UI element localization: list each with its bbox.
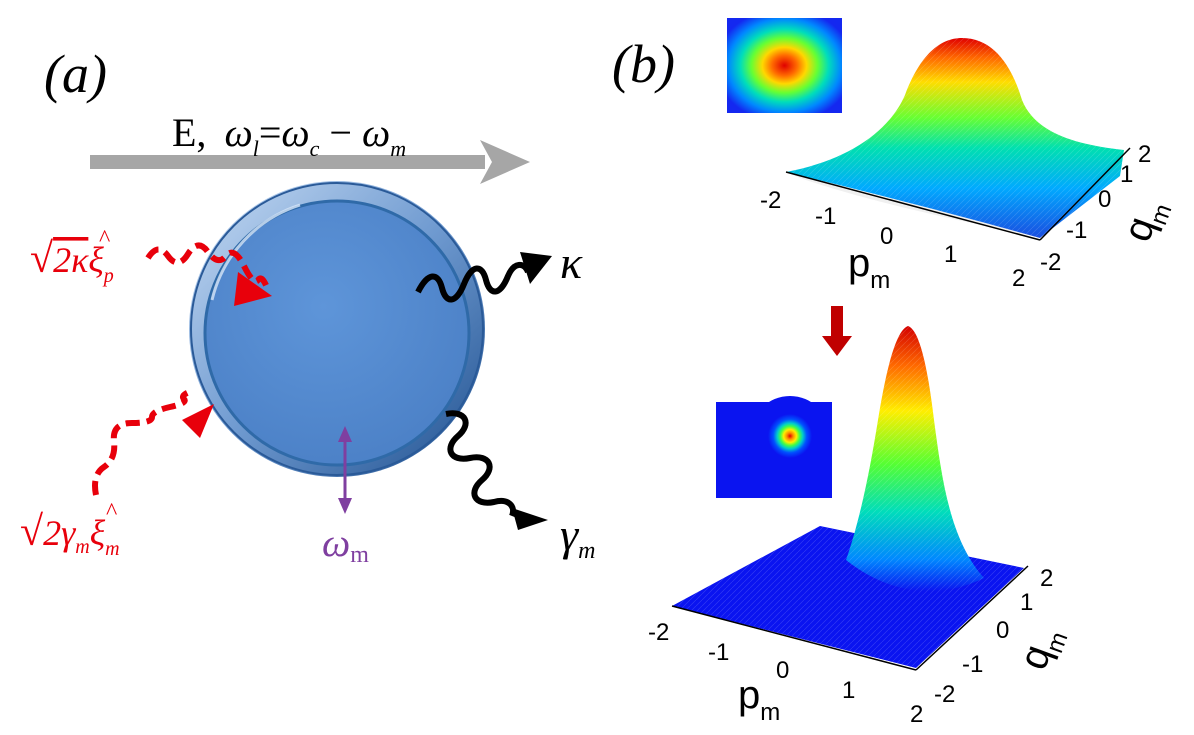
bottom-y-tick: 2 (1040, 565, 1053, 592)
top-x-ticks: -2 -1 0 1 2 (760, 187, 1025, 292)
top-y-tick: 0 (1098, 186, 1111, 213)
gamma-label: γm (560, 509, 595, 564)
bottom-x-axis-label: pm (738, 673, 780, 726)
kappa-label: κ (560, 237, 583, 288)
top-y-ticks: 2 1 0 -1 -2 (1040, 141, 1151, 276)
input-noise-m (92, 388, 214, 496)
top-y-tick: -2 (1040, 249, 1061, 276)
bottom-x-tick: -1 (708, 639, 729, 666)
input-m-hat: ^ (106, 499, 117, 525)
ring-resonator (189, 181, 485, 477)
top-y-tick: 2 (1138, 141, 1151, 168)
bottom-y-tick: 1 (1020, 589, 1033, 616)
top-surface-plot (785, 38, 1131, 241)
top-x-axis-label: pm (848, 241, 890, 294)
panel-b-label: (b) (612, 34, 675, 94)
top-y-axis-label: qm (1115, 192, 1177, 249)
bottom-surface-plot (671, 326, 1029, 671)
bottom-y-axis-label: qm (1011, 620, 1073, 677)
omega-m-label: ωm (322, 520, 369, 568)
bottom-x-tick: -2 (648, 619, 669, 646)
bottom-x-tick: 1 (842, 677, 855, 704)
bottom-inset-spot (750, 396, 830, 476)
top-x-tick: 0 (880, 223, 893, 250)
input-noise-p (145, 242, 272, 306)
input-p-hat: ^ (99, 226, 110, 252)
bottom-y-tick: -1 (962, 651, 983, 678)
top-y-tick: -1 (1066, 217, 1087, 244)
panel-a-label: (a) (44, 44, 107, 104)
top-y-tick: 1 (1120, 161, 1133, 188)
bottom-y-ticks: 2 1 0 -1 -2 (934, 565, 1053, 708)
bottom-y-tick: 0 (996, 617, 1009, 644)
transition-arrow (822, 306, 852, 356)
output-kappa (415, 252, 552, 303)
bottom-x-tick: 2 (910, 701, 923, 728)
top-inset-map (727, 18, 842, 113)
top-x-tick: -2 (760, 187, 781, 214)
mechanical-arrow (338, 426, 352, 514)
bottom-x-ticks: -2 -1 0 1 2 (648, 619, 923, 728)
bottom-y-tick: -2 (934, 681, 955, 708)
top-x-tick: 1 (944, 241, 957, 268)
top-x-tick: -1 (815, 203, 836, 230)
bottom-x-tick: 0 (776, 657, 789, 684)
top-x-tick: 2 (1012, 265, 1025, 292)
input-p-label: √2κξp (30, 236, 114, 287)
input-m-label: √2γmξm (20, 509, 120, 560)
drive-label: E, ωl=ωc−ωm (172, 110, 406, 161)
drive-arrow (90, 140, 530, 184)
output-gamma (445, 410, 548, 530)
